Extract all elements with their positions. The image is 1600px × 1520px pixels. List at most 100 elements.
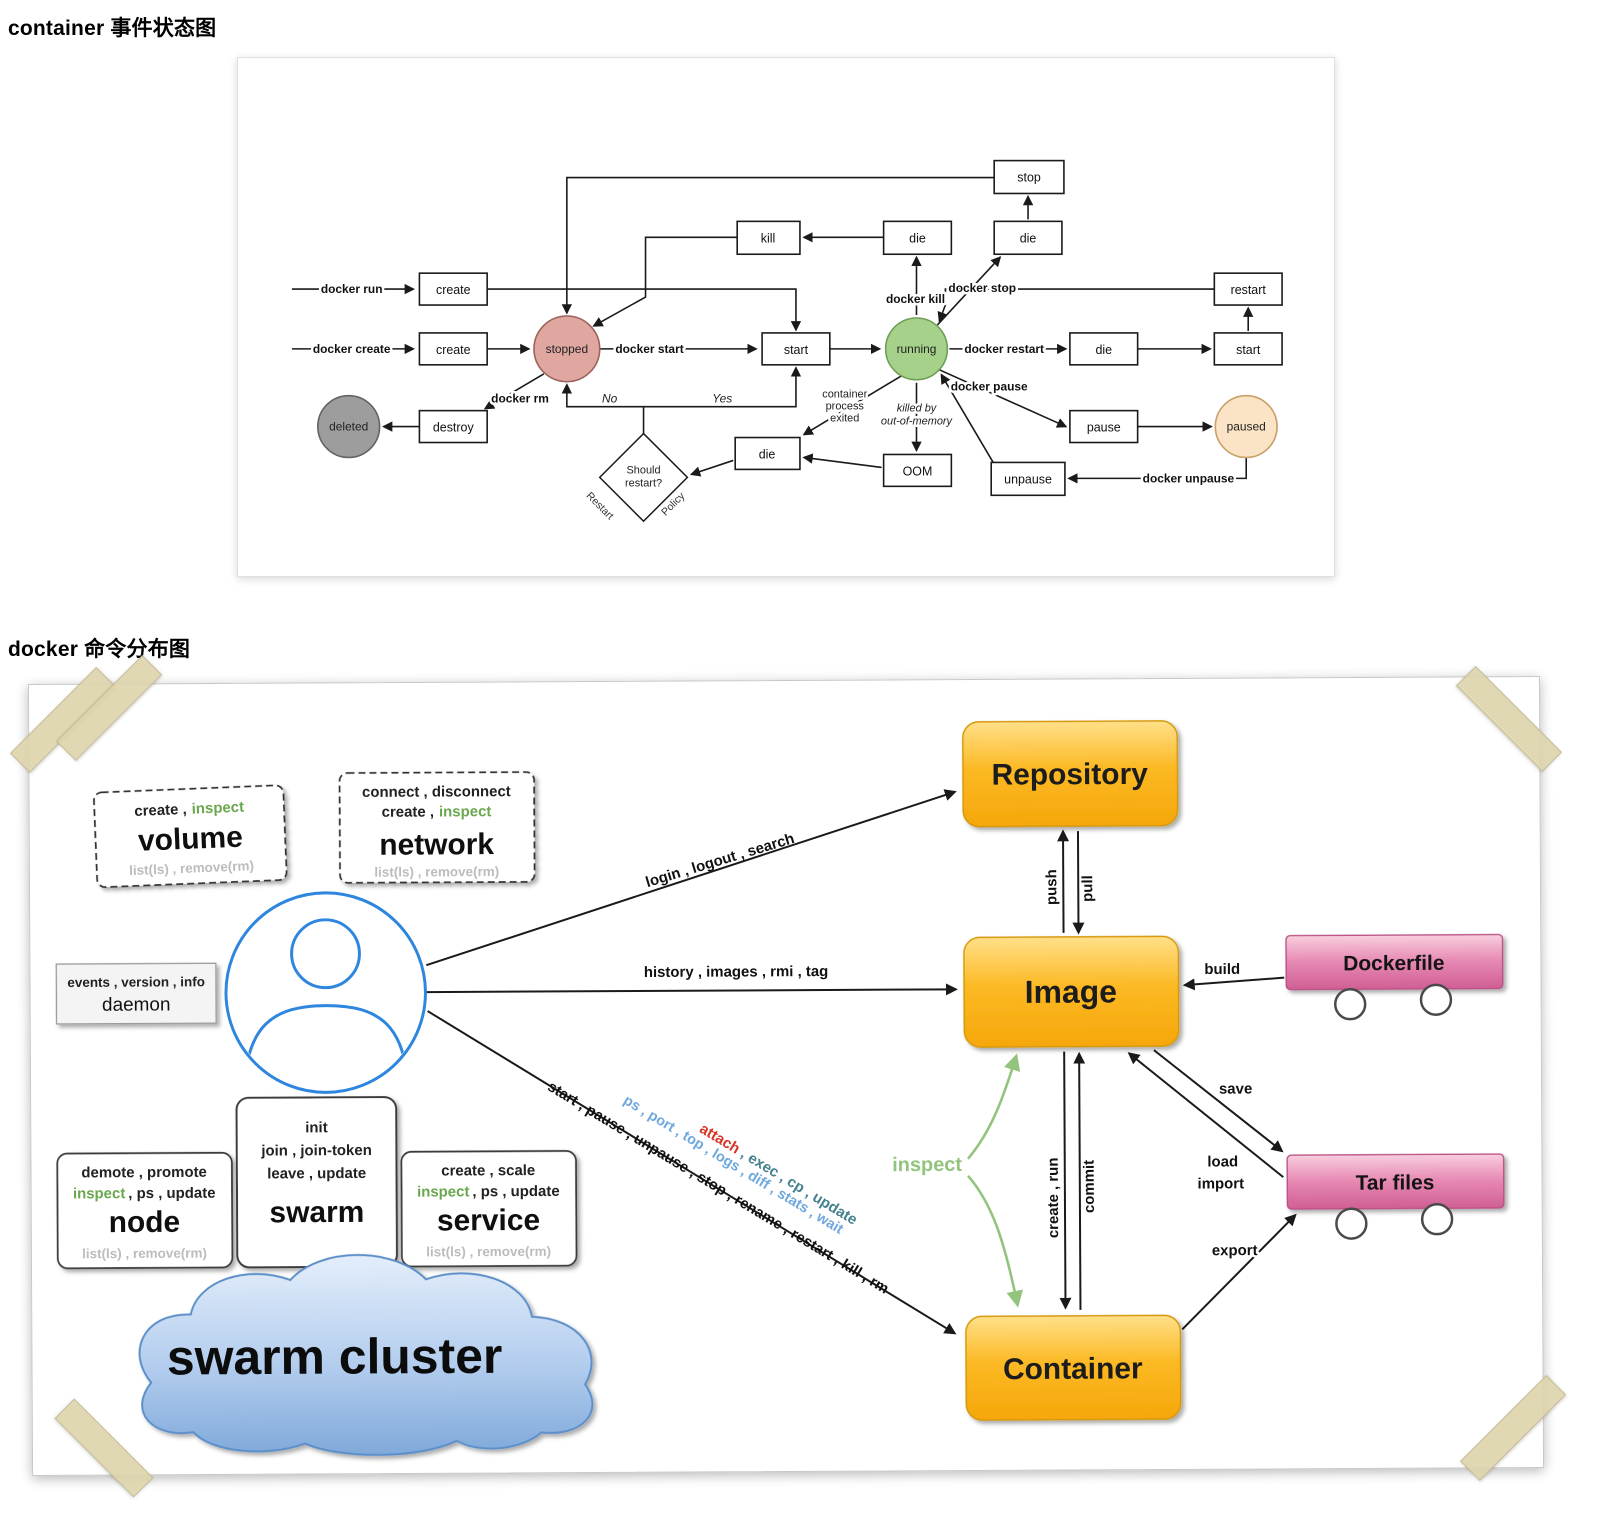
network-row4: list(ls) , remove(rm) [374, 864, 499, 880]
tarfiles-wheel-right [1420, 1203, 1454, 1236]
swarm-name: swarm [269, 1196, 364, 1229]
command-diagram-edges [426, 789, 1297, 1335]
event-box-die-stop-label: die [1020, 231, 1037, 245]
entity-tar-files-label: Tar files [1356, 1171, 1435, 1194]
event-box-destroy-label: destroy [433, 421, 475, 435]
node-row2: inspect, ps , update [73, 1185, 216, 1203]
node-row1: demote , promote [81, 1164, 207, 1182]
user-icon [224, 891, 427, 1094]
section-title-command-diagram: docker 命令分布图 [8, 638, 191, 661]
label-image-commands: history , images , rmi , tag [644, 963, 829, 981]
edge-pull [1072, 831, 1085, 935]
section-title-state-diagram: container 事件状态图 [8, 17, 217, 40]
entity-image: Image [963, 935, 1180, 1048]
event-box-restart: restart [1213, 272, 1283, 306]
label-exited-2: process [826, 401, 865, 413]
edge-decision-yes [643, 366, 802, 408]
label-no: No [602, 392, 618, 406]
entity-dockerfile-label: Dockerfile [1343, 952, 1444, 976]
label-import: import [1197, 1175, 1244, 1192]
network-row1: connect , disconnect [362, 783, 511, 801]
label-build: build [1204, 961, 1240, 978]
edge-user-to-image [426, 983, 958, 996]
volume-row1: create ,inspect [134, 799, 244, 820]
decision-should-restart: Should restart? [598, 432, 689, 523]
event-box-kill-label: kill [761, 231, 776, 245]
command-diagram-poster: create ,inspect volume list(ls) , remove… [27, 676, 1545, 1476]
entity-container-label: Container [1003, 1352, 1143, 1386]
event-box-die-restart-label: die [1095, 343, 1112, 357]
edge-docker-unpause [1067, 457, 1248, 484]
label-docker-stop: docker stop [948, 281, 1016, 295]
network-row2: create ,inspect [382, 803, 492, 821]
user-head [290, 918, 361, 990]
edge-load-import [1127, 1052, 1284, 1178]
label-oom-1: killed by [897, 403, 938, 415]
state-diagram-edge-labels: docker run docker create docker start do… [310, 279, 1237, 523]
volume-name: volume [137, 821, 243, 858]
label-docker-run: docker run [321, 282, 383, 296]
label-docker-unpause: docker unpause [1143, 471, 1235, 485]
label-docker-kill: docker kill [886, 292, 945, 306]
label-push: push [1043, 869, 1060, 905]
label-yes: Yes [712, 392, 732, 406]
dockerfile-wheel-right [1419, 983, 1453, 1016]
event-box-start-restart-label: start [1236, 343, 1261, 357]
label-pull: pull [1079, 875, 1096, 902]
event-box-die-restart: die [1069, 332, 1139, 366]
edge-create-run [1059, 1051, 1072, 1310]
command-diagram-svg: create ,inspect volume list(ls) , remove… [55, 720, 1505, 1456]
label-oom-2: out-of-memory [881, 416, 954, 428]
network-name: network [379, 828, 494, 862]
event-box-die-stop: die [993, 220, 1063, 256]
entity-repository: Repository [962, 720, 1179, 828]
label-export: export [1212, 1242, 1258, 1259]
edge-inspect-to-container [967, 1174, 1023, 1308]
edge-docker-rm [483, 373, 545, 410]
swarm-cluster-cloud: swarm cluster [138, 1254, 594, 1456]
state-node-paused: paused [1214, 394, 1278, 459]
node-row4: list(ls) , remove(rm) [82, 1246, 207, 1262]
state-node-stopped-label: stopped [546, 342, 588, 356]
edge-docker-pause [939, 369, 1068, 428]
edge-commit [1073, 1051, 1086, 1310]
event-box-die-top: die [882, 220, 953, 256]
service-row1: create , scale [441, 1162, 535, 1179]
entity-dockerfile: Dockerfile [1285, 933, 1504, 1021]
network-box: connect , disconnect create ,inspect net… [338, 771, 536, 884]
inspect-edges [966, 1053, 1023, 1308]
node-name: node [109, 1206, 181, 1239]
label-load: load [1207, 1153, 1238, 1170]
event-box-start-restart: start [1213, 332, 1283, 366]
event-box-die-top-label: die [909, 231, 926, 245]
daemon-box: events , version , info daemon [55, 962, 217, 1025]
daemon-name: daemon [102, 994, 171, 1015]
label-exited-1: container [822, 389, 867, 401]
label-docker-create: docker create [313, 342, 391, 356]
edge-run-create-to-start [487, 288, 802, 332]
edge-push [1057, 829, 1070, 933]
cloud-shape [138, 1254, 594, 1456]
edge-die-to-decision [689, 459, 734, 477]
service-box: create , scale inspect, ps , update serv… [400, 1150, 578, 1268]
event-box-pause-label: pause [1087, 421, 1121, 435]
swarm-cluster-label: swarm cluster [167, 1328, 503, 1386]
edge-user-to-repository [426, 789, 957, 967]
state-diagram-edges [291, 176, 1254, 484]
entity-repository-label: Repository [992, 758, 1149, 792]
event-box-restart-label: restart [1231, 283, 1267, 297]
label-commit: commit [1081, 1160, 1098, 1213]
decision-line2: restart? [625, 477, 662, 489]
label-create-run: create , run [1045, 1158, 1062, 1239]
service-row2: inspect, ps , update [417, 1183, 560, 1201]
label-container-commands-blue: ps , port , top , logs , diff , stats , … [620, 1093, 845, 1238]
state-node-stopped: stopped [533, 315, 601, 383]
edge-build [1182, 976, 1285, 991]
edge-restart-to-running [937, 288, 1215, 323]
event-box-destroy: destroy [418, 409, 488, 444]
event-box-stop: stop [993, 159, 1065, 195]
volume-row3: list(ls) , remove(rm) [129, 858, 254, 878]
event-box-create-create: create [418, 332, 488, 366]
label-container-commands-attach-exec: attach , exec , cp , update [696, 1120, 860, 1228]
